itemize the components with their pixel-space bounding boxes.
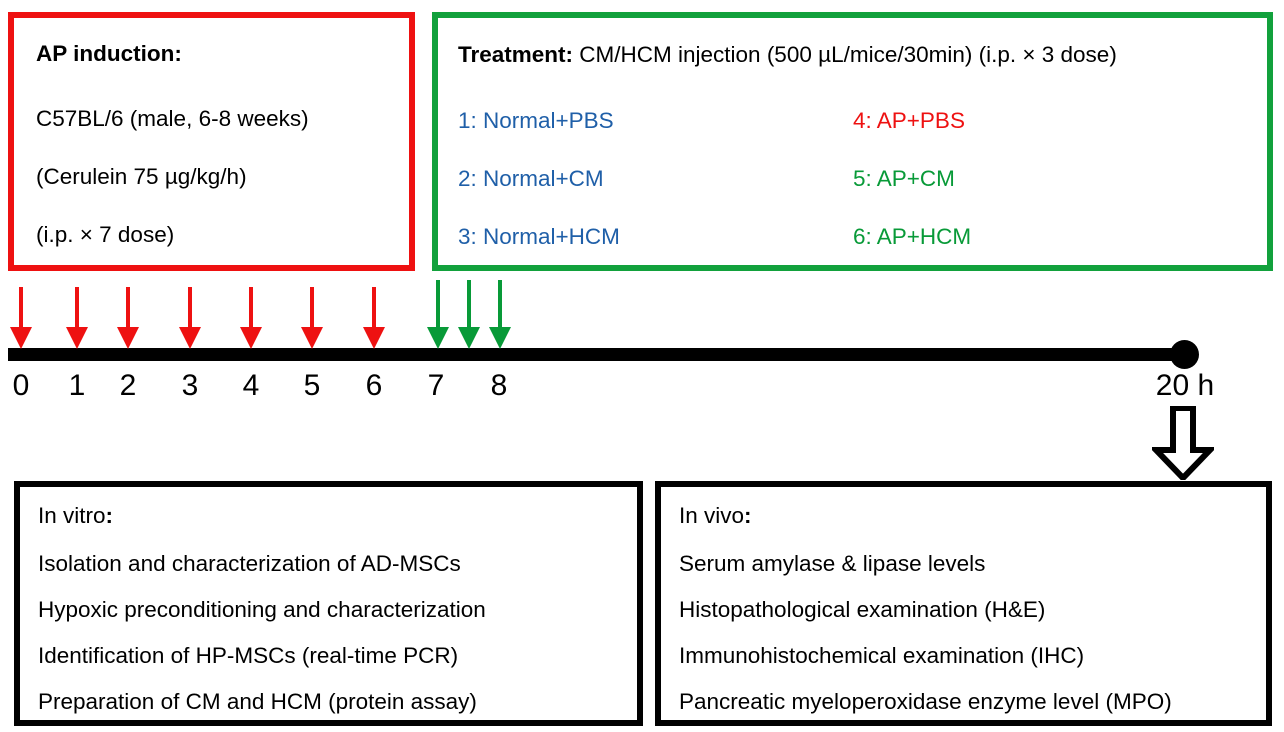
in-vivo-box: In vivo: Serum amylase & lipase levels H… [655, 481, 1272, 726]
treatment-heading-detail: CM/HCM injection (500 µL/mice/30min) (i.… [573, 42, 1117, 67]
in-vitro-heading: In vitro [38, 503, 106, 528]
treatment-heading-row: Treatment: CM/HCM injection (500 µL/mice… [458, 42, 1117, 67]
down-arrow-icon-treatment-0 [427, 280, 449, 349]
timeline-tick-0: 0 [12, 369, 30, 402]
treatment-group-5: 5: AP+CM [853, 166, 955, 191]
timeline-endpoint-label: 20 h [1155, 369, 1215, 402]
in-vitro-heading-row: In vitro: [38, 503, 114, 528]
down-arrow-icon-induction-4 [240, 287, 262, 349]
treatment-group-1: 1: Normal+PBS [458, 108, 614, 133]
in-vivo-heading-colon: : [744, 503, 752, 528]
in-vivo-item-2: Histopathological examination (H&E) [679, 597, 1046, 622]
in-vitro-box: In vitro: Isolation and characterization… [14, 481, 643, 726]
down-arrow-icon-induction-0 [10, 287, 32, 349]
in-vitro-item-1: Isolation and characterization of AD-MSC… [38, 551, 461, 576]
in-vivo-item-3: Immunohistochemical examination (IHC) [679, 643, 1085, 668]
timeline-tick-8: 8 [490, 369, 508, 402]
in-vitro-item-3: Identification of HP-MSCs (real-time PCR… [38, 643, 459, 668]
timeline-tick-6: 6 [365, 369, 383, 402]
timeline-tick-1: 1 [68, 369, 86, 402]
down-arrow-icon-treatment-1 [458, 280, 480, 349]
in-vitro-item-2: Hypoxic preconditioning and characteriza… [38, 597, 486, 622]
treatment-group-4: 4: AP+PBS [853, 108, 965, 133]
ap-induction-heading: AP induction: [36, 41, 182, 66]
timeline-tick-5: 5 [303, 369, 321, 402]
ap-induction-line-1: C57BL/6 (male, 6-8 weeks) [36, 106, 309, 131]
in-vivo-heading-row: In vivo: [679, 503, 752, 528]
timeline-tick-4: 4 [242, 369, 260, 402]
ap-induction-line-2: (Cerulein 75 µg/kg/h) [36, 164, 247, 189]
in-vitro-item-4: Preparation of CM and HCM (protein assay… [38, 689, 477, 714]
timeline-axis [8, 348, 1188, 361]
timeline-tick-7: 7 [427, 369, 445, 402]
in-vivo-heading: In vivo [679, 503, 745, 528]
down-arrow-icon-induction-2 [117, 287, 139, 349]
treatment-group-2: 2: Normal+CM [458, 166, 604, 191]
timeline-tick-3: 3 [181, 369, 199, 402]
treatment-box: Treatment: CM/HCM injection (500 µL/mice… [432, 12, 1273, 271]
down-arrow-icon-induction-3 [179, 287, 201, 349]
in-vitro-heading-colon: : [105, 503, 114, 528]
down-arrow-icon-induction-6 [363, 287, 385, 349]
endpoint-dot-icon [1170, 340, 1199, 369]
in-vivo-item-1: Serum amylase & lipase levels [679, 551, 986, 576]
down-arrow-icon-treatment-2 [489, 280, 511, 349]
treatment-group-6: 6: AP+HCM [853, 224, 972, 249]
treatment-heading-label: Treatment: [458, 42, 574, 67]
ap-induction-line-3: (i.p. × 7 dose) [36, 222, 175, 247]
down-arrow-icon-induction-1 [66, 287, 88, 349]
ap-induction-box: AP induction: C57BL/6 (male, 6-8 weeks) … [8, 12, 415, 271]
block-arrow-down-icon [1152, 406, 1214, 480]
down-arrow-icon-induction-5 [301, 287, 323, 349]
in-vivo-item-4: Pancreatic myeloperoxidase enzyme level … [679, 689, 1172, 714]
timeline-tick-2: 2 [119, 369, 137, 402]
treatment-group-3: 3: Normal+HCM [458, 224, 620, 249]
